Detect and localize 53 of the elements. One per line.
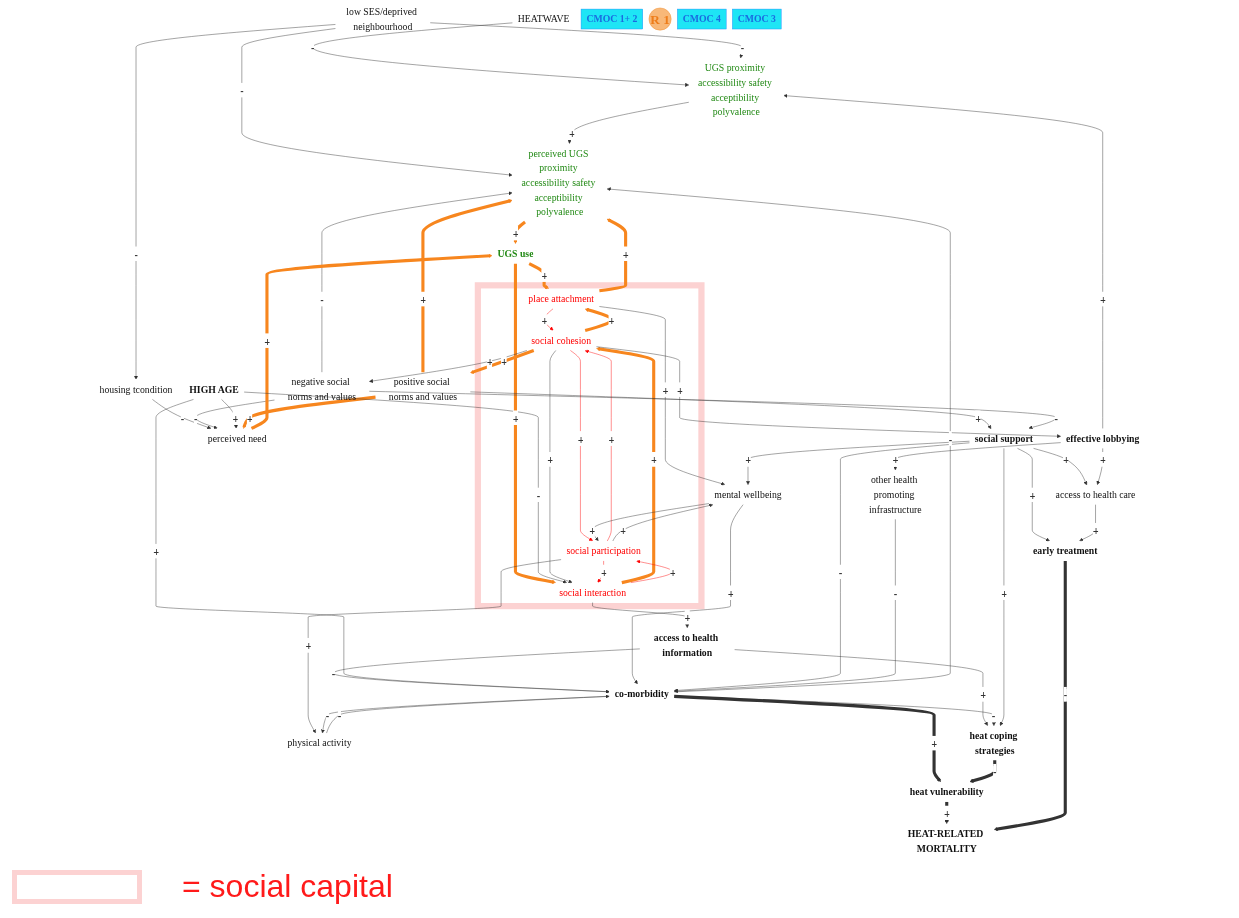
node-text: social interaction bbox=[559, 587, 627, 599]
node-text: low SES/deprived neighbourhood bbox=[346, 6, 417, 32]
node-text: negative social norms and values bbox=[287, 376, 357, 403]
edge-label: - bbox=[325, 709, 330, 723]
arrow bbox=[470, 349, 535, 374]
edge-label: - bbox=[893, 587, 898, 601]
node-text: access to health information bbox=[653, 632, 719, 658]
node-text: physical activity bbox=[287, 737, 352, 749]
node-text: mental wellbeing bbox=[714, 489, 782, 501]
node-text: other health promoting infrastructure bbox=[869, 474, 922, 515]
edge-label: - bbox=[337, 709, 342, 723]
edge-label: - bbox=[991, 709, 996, 723]
node-text: social cohesion bbox=[531, 334, 592, 347]
node-text: social participation bbox=[566, 545, 641, 557]
edge-label: - bbox=[948, 433, 953, 447]
edge-label: - bbox=[331, 668, 336, 681]
node-text: perceived need bbox=[207, 432, 267, 444]
arrow bbox=[674, 694, 942, 782]
node-text: housing tcondition bbox=[99, 383, 173, 395]
edge-label: - bbox=[180, 412, 185, 426]
edge-label: - bbox=[536, 489, 541, 503]
node-text: place attachment bbox=[528, 293, 595, 305]
edge-label: - bbox=[838, 566, 843, 580]
legend-label: = social capital bbox=[182, 868, 393, 905]
arrow bbox=[242, 395, 376, 429]
node-text: heat vulnerability bbox=[909, 786, 984, 798]
node-box: CMOC 3 bbox=[732, 8, 782, 30]
node-text: UGS use bbox=[497, 248, 534, 260]
cluster bbox=[474, 282, 705, 610]
node-text: co-morbidity bbox=[614, 688, 669, 700]
node-circle: R 1 bbox=[648, 7, 672, 31]
edge-label: - bbox=[1063, 688, 1068, 702]
node-text: UGS proximity accessibility safety acceptibility polyvalence bbox=[698, 62, 772, 118]
node-text: perceived UGS proximity accessibility safety acceptibility polyvalence bbox=[521, 147, 596, 218]
node-text: HEAT-RELATED MORTALITY bbox=[907, 828, 984, 854]
edge-label: - bbox=[310, 42, 315, 55]
node-text: positive social norms and values bbox=[388, 376, 458, 403]
node-text: HIGH AGE bbox=[189, 383, 239, 395]
node-text: access to health care bbox=[1055, 489, 1136, 501]
edge-label: - bbox=[1054, 412, 1059, 426]
node-box: CMOC 1+ 2 bbox=[580, 8, 643, 30]
edge-label: - bbox=[320, 293, 325, 307]
node-text: early treatment bbox=[1033, 545, 1098, 557]
edge-label: - bbox=[740, 42, 745, 55]
node-text: heat coping strategies bbox=[969, 730, 1018, 756]
node-text: HEATWAVE bbox=[517, 13, 570, 25]
node-text: social support bbox=[974, 432, 1034, 444]
node-text: effective lobbying bbox=[1066, 432, 1140, 444]
edge-label: - bbox=[134, 248, 139, 262]
edge-label: - bbox=[240, 84, 245, 98]
edge-label: - bbox=[993, 766, 997, 779]
edge-label: - bbox=[193, 412, 198, 426]
node-box: CMOC 4 bbox=[677, 8, 727, 30]
